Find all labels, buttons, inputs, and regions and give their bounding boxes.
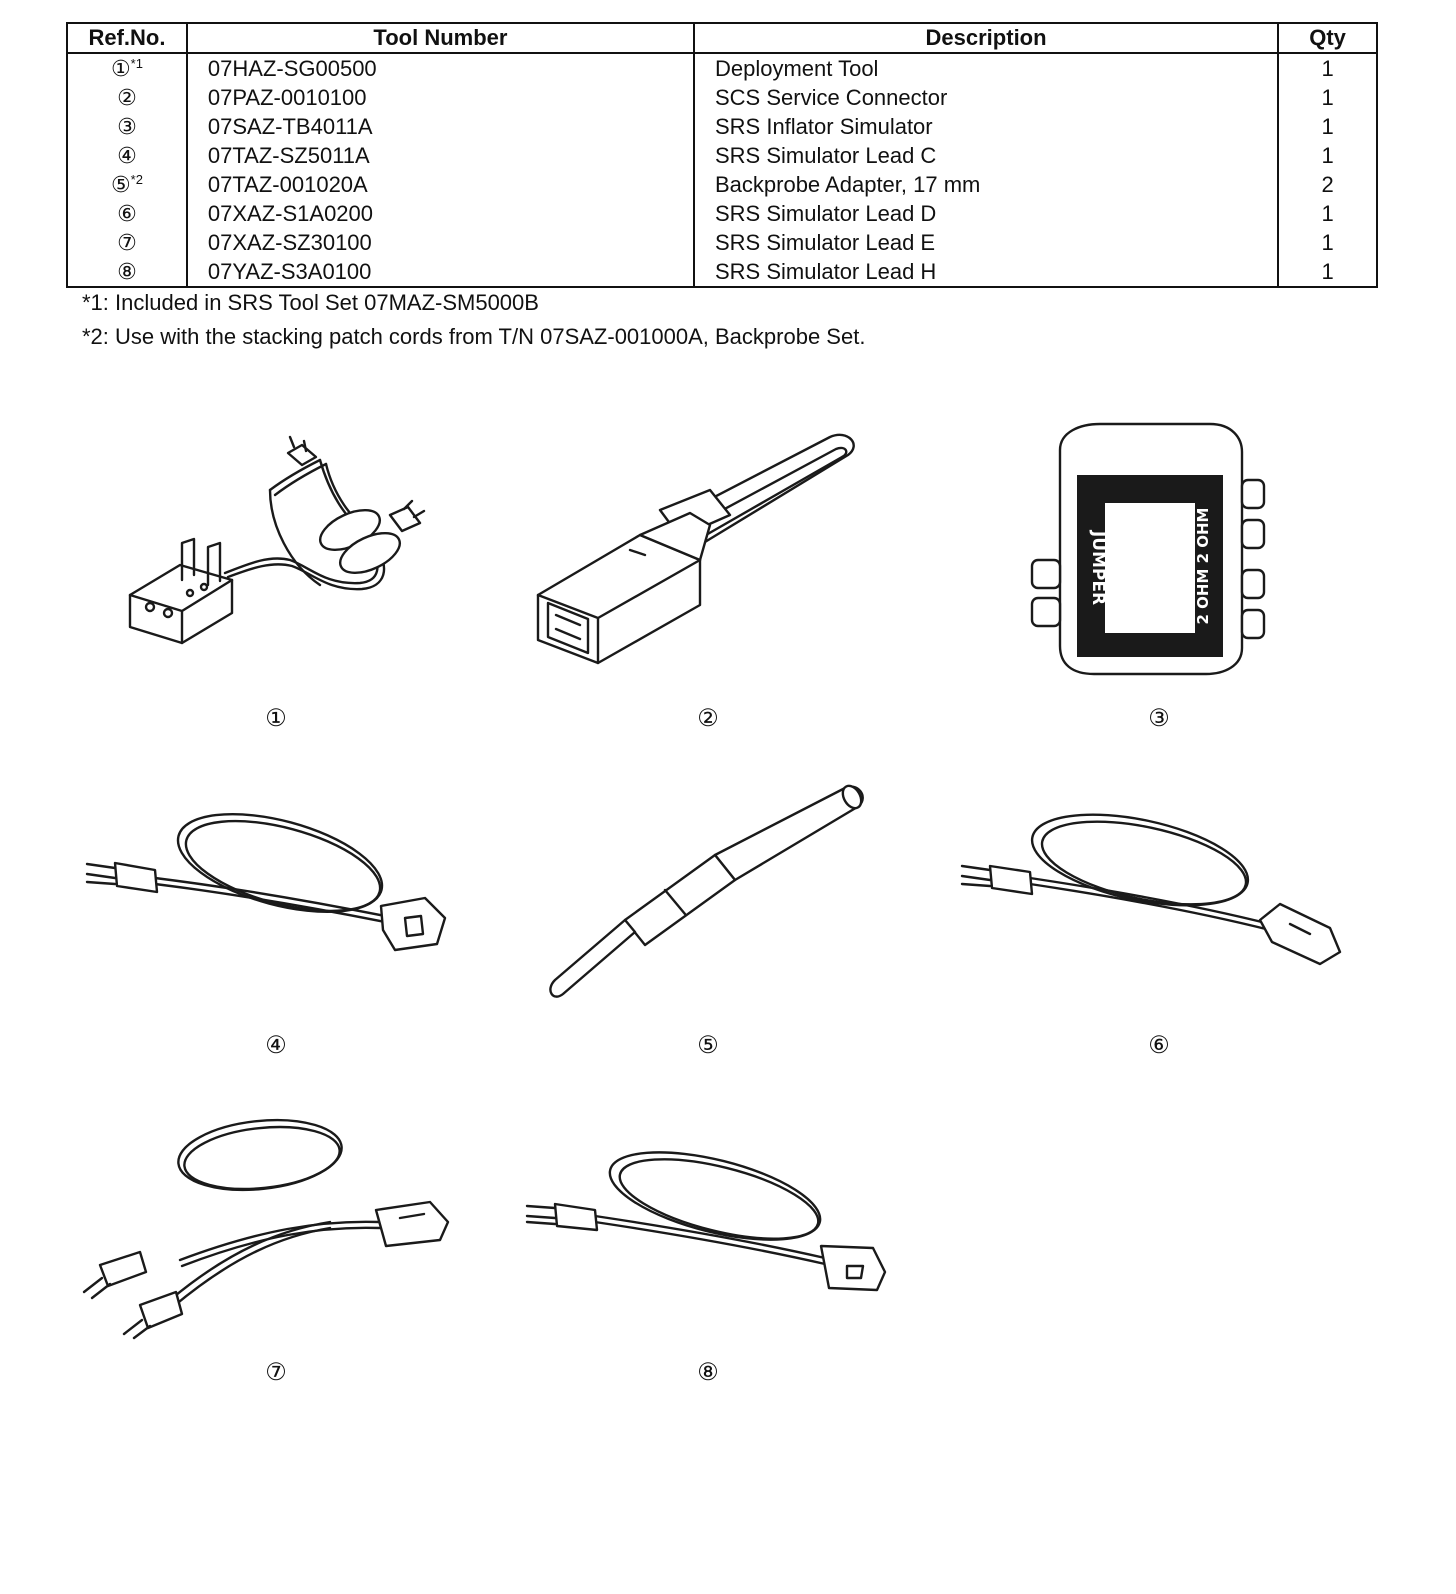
footnote-2: *2: Use with the stacking patch cords fr… — [82, 324, 866, 349]
tool-number-cell: 07XAZ-SZ30100 — [185, 228, 695, 257]
qty-cell: 1 — [1277, 199, 1378, 228]
figure-label-7: ⑦ — [265, 1358, 287, 1386]
table-row: ③ 07SAZ-TB4011A SRS Inflator Simulator 1 — [66, 112, 1378, 141]
ref-no-cell: ② — [66, 83, 188, 112]
simulator-lead-e-icon — [82, 1118, 450, 1340]
figure-label-5: ⑤ — [697, 1031, 719, 1059]
table-row: ⑤*2 07TAZ-001020A Backprobe Adapter, 17 … — [66, 170, 1378, 199]
inflator-simulator-icon: JUMPER 2 OHM 2 OHM — [1030, 422, 1266, 676]
figure-label-3: ③ — [1148, 704, 1170, 732]
qty-cell: 2 — [1277, 170, 1378, 199]
ref-no-cell: ⑧ — [66, 257, 188, 288]
simulator-lead-d-icon — [960, 813, 1342, 966]
description-cell: SRS Simulator Lead E — [692, 228, 1280, 257]
table-row: ② 07PAZ-0010100 SCS Service Connector 1 — [66, 83, 1378, 112]
table-header-row: Ref.No. Tool Number Description Qty — [66, 22, 1378, 54]
header-tool-number: Tool Number — [185, 22, 695, 54]
ref-no-cell: ⑦ — [66, 228, 188, 257]
tool-number-cell: 07SAZ-TB4011A — [185, 112, 695, 141]
figure-label-1: ① — [265, 704, 287, 732]
deployment-tool-icon — [128, 435, 426, 645]
description-cell: SRS Inflator Simulator — [692, 112, 1280, 141]
tool-number-cell: 07XAZ-S1A0200 — [185, 199, 695, 228]
description-cell: SRS Simulator Lead H — [692, 257, 1280, 288]
footnote-mark: *1 — [130, 55, 143, 71]
tool-number-cell: 07YAZ-S3A0100 — [185, 257, 695, 288]
description-cell: SRS Simulator Lead C — [692, 141, 1280, 170]
tool-number-cell: 07TAZ-SZ5011A — [185, 141, 695, 170]
ref-no-cell: ⑥ — [66, 199, 188, 228]
qty-cell: 1 — [1277, 112, 1378, 141]
figure-label-4: ④ — [265, 1031, 287, 1059]
description-cell: Deployment Tool — [692, 53, 1280, 83]
simulator-lead-h-icon — [525, 1151, 887, 1292]
table-row: ④ 07TAZ-SZ5011A SRS Simulator Lead C 1 — [66, 141, 1378, 170]
tool-number-cell: 07HAZ-SG00500 — [185, 53, 695, 83]
qty-cell: 1 — [1277, 141, 1378, 170]
qty-cell: 1 — [1277, 228, 1378, 257]
description-cell: Backprobe Adapter, 17 mm — [692, 170, 1280, 199]
figure-label-2: ② — [697, 704, 719, 732]
footnote-1: *1: Included in SRS Tool Set 07MAZ-SM500… — [82, 290, 539, 315]
ohm-label: 2 OHM 2 OHM — [1194, 507, 1212, 624]
special-tools-table: Ref.No. Tool Number Description Qty ①*1 … — [66, 22, 1378, 288]
footnote-mark: *2 — [130, 171, 143, 187]
ref-no-cell: ④ — [66, 141, 188, 170]
ref-no-cell: ①*1 — [66, 53, 188, 83]
jumper-label: JUMPER — [1088, 530, 1108, 605]
table-row: ⑥ 07XAZ-S1A0200 SRS Simulator Lead D 1 — [66, 199, 1378, 228]
ref-no-cell: ⑤*2 — [66, 170, 188, 199]
simulator-lead-c-icon — [85, 812, 447, 952]
table-row: ⑧ 07YAZ-S3A0100 SRS Simulator Lead H 1 — [66, 257, 1378, 288]
qty-cell: 1 — [1277, 53, 1378, 83]
figure-label-6: ⑥ — [1148, 1031, 1170, 1059]
backprobe-adapter-icon — [549, 784, 864, 998]
qty-cell: 1 — [1277, 257, 1378, 288]
table-row: ①*1 07HAZ-SG00500 Deployment Tool 1 — [66, 53, 1378, 83]
description-cell: SCS Service Connector — [692, 83, 1280, 112]
tool-number-cell: 07TAZ-001020A — [185, 170, 695, 199]
scs-connector-icon — [536, 433, 855, 665]
header-ref-no: Ref.No. — [66, 22, 188, 54]
header-qty: Qty — [1277, 22, 1378, 54]
figure-label-8: ⑧ — [697, 1358, 719, 1386]
table-row: ⑦ 07XAZ-SZ30100 SRS Simulator Lead E 1 — [66, 228, 1378, 257]
qty-cell: 1 — [1277, 83, 1378, 112]
tool-number-cell: 07PAZ-0010100 — [185, 83, 695, 112]
header-description: Description — [692, 22, 1280, 54]
description-cell: SRS Simulator Lead D — [692, 199, 1280, 228]
ref-no-cell: ③ — [66, 112, 188, 141]
